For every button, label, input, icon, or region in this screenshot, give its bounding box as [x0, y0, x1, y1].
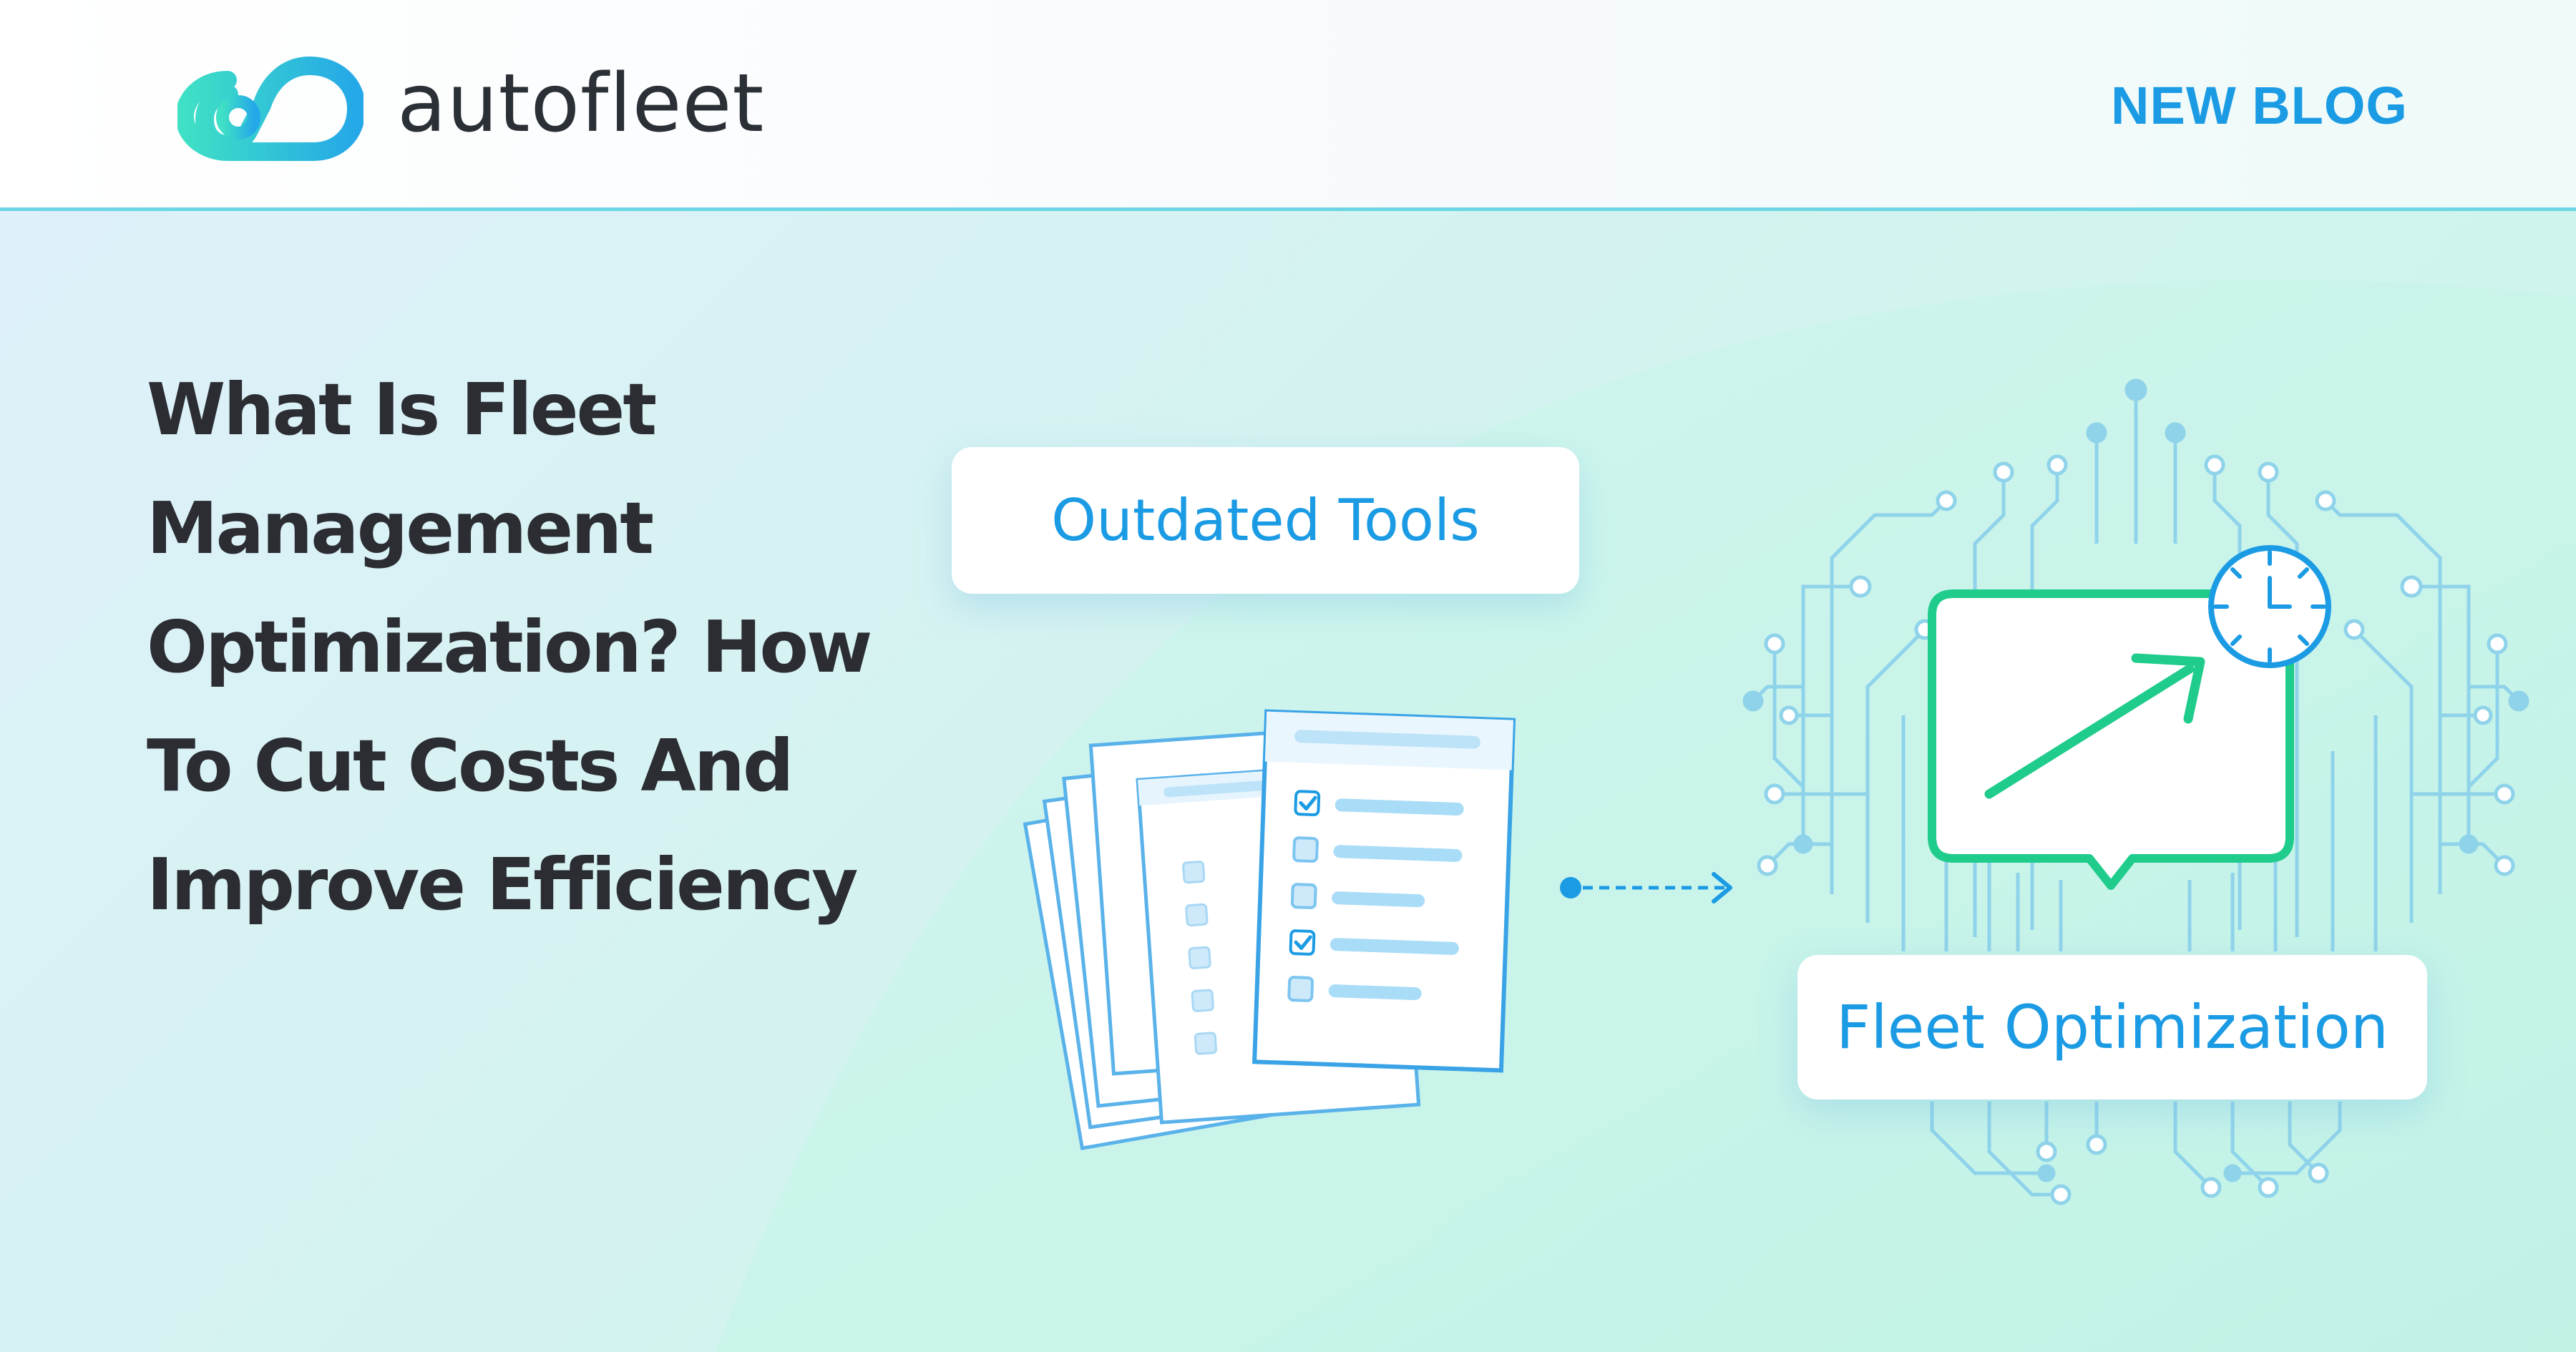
- outdated-tools-label: Outdated Tools: [952, 447, 1579, 594]
- circuit-brain-icon: [1752, 390, 2520, 1197]
- header-bar: autofleet NEW BLOG: [0, 0, 2576, 211]
- infinity-loop-logo-icon[interactable]: [177, 52, 364, 166]
- brand-name[interactable]: autofleet: [397, 57, 765, 150]
- clock-icon: [2208, 545, 2331, 668]
- new-blog-tag: NEW BLOG: [2111, 76, 2408, 135]
- circuit-nodes: [1742, 378, 2529, 1205]
- stacked-checklist-documents-icon: [1023, 709, 1516, 1151]
- fleet-optimization-label: Fleet Optimization: [1797, 955, 2427, 1099]
- fleet-optimization-text: Fleet Optimization: [1836, 992, 2389, 1062]
- dashed-arrow-right-icon: [1560, 872, 1732, 903]
- outdated-tools-text: Outdated Tools: [1051, 487, 1480, 554]
- page-title: What Is Fleet Management Optimization? H…: [147, 368, 872, 926]
